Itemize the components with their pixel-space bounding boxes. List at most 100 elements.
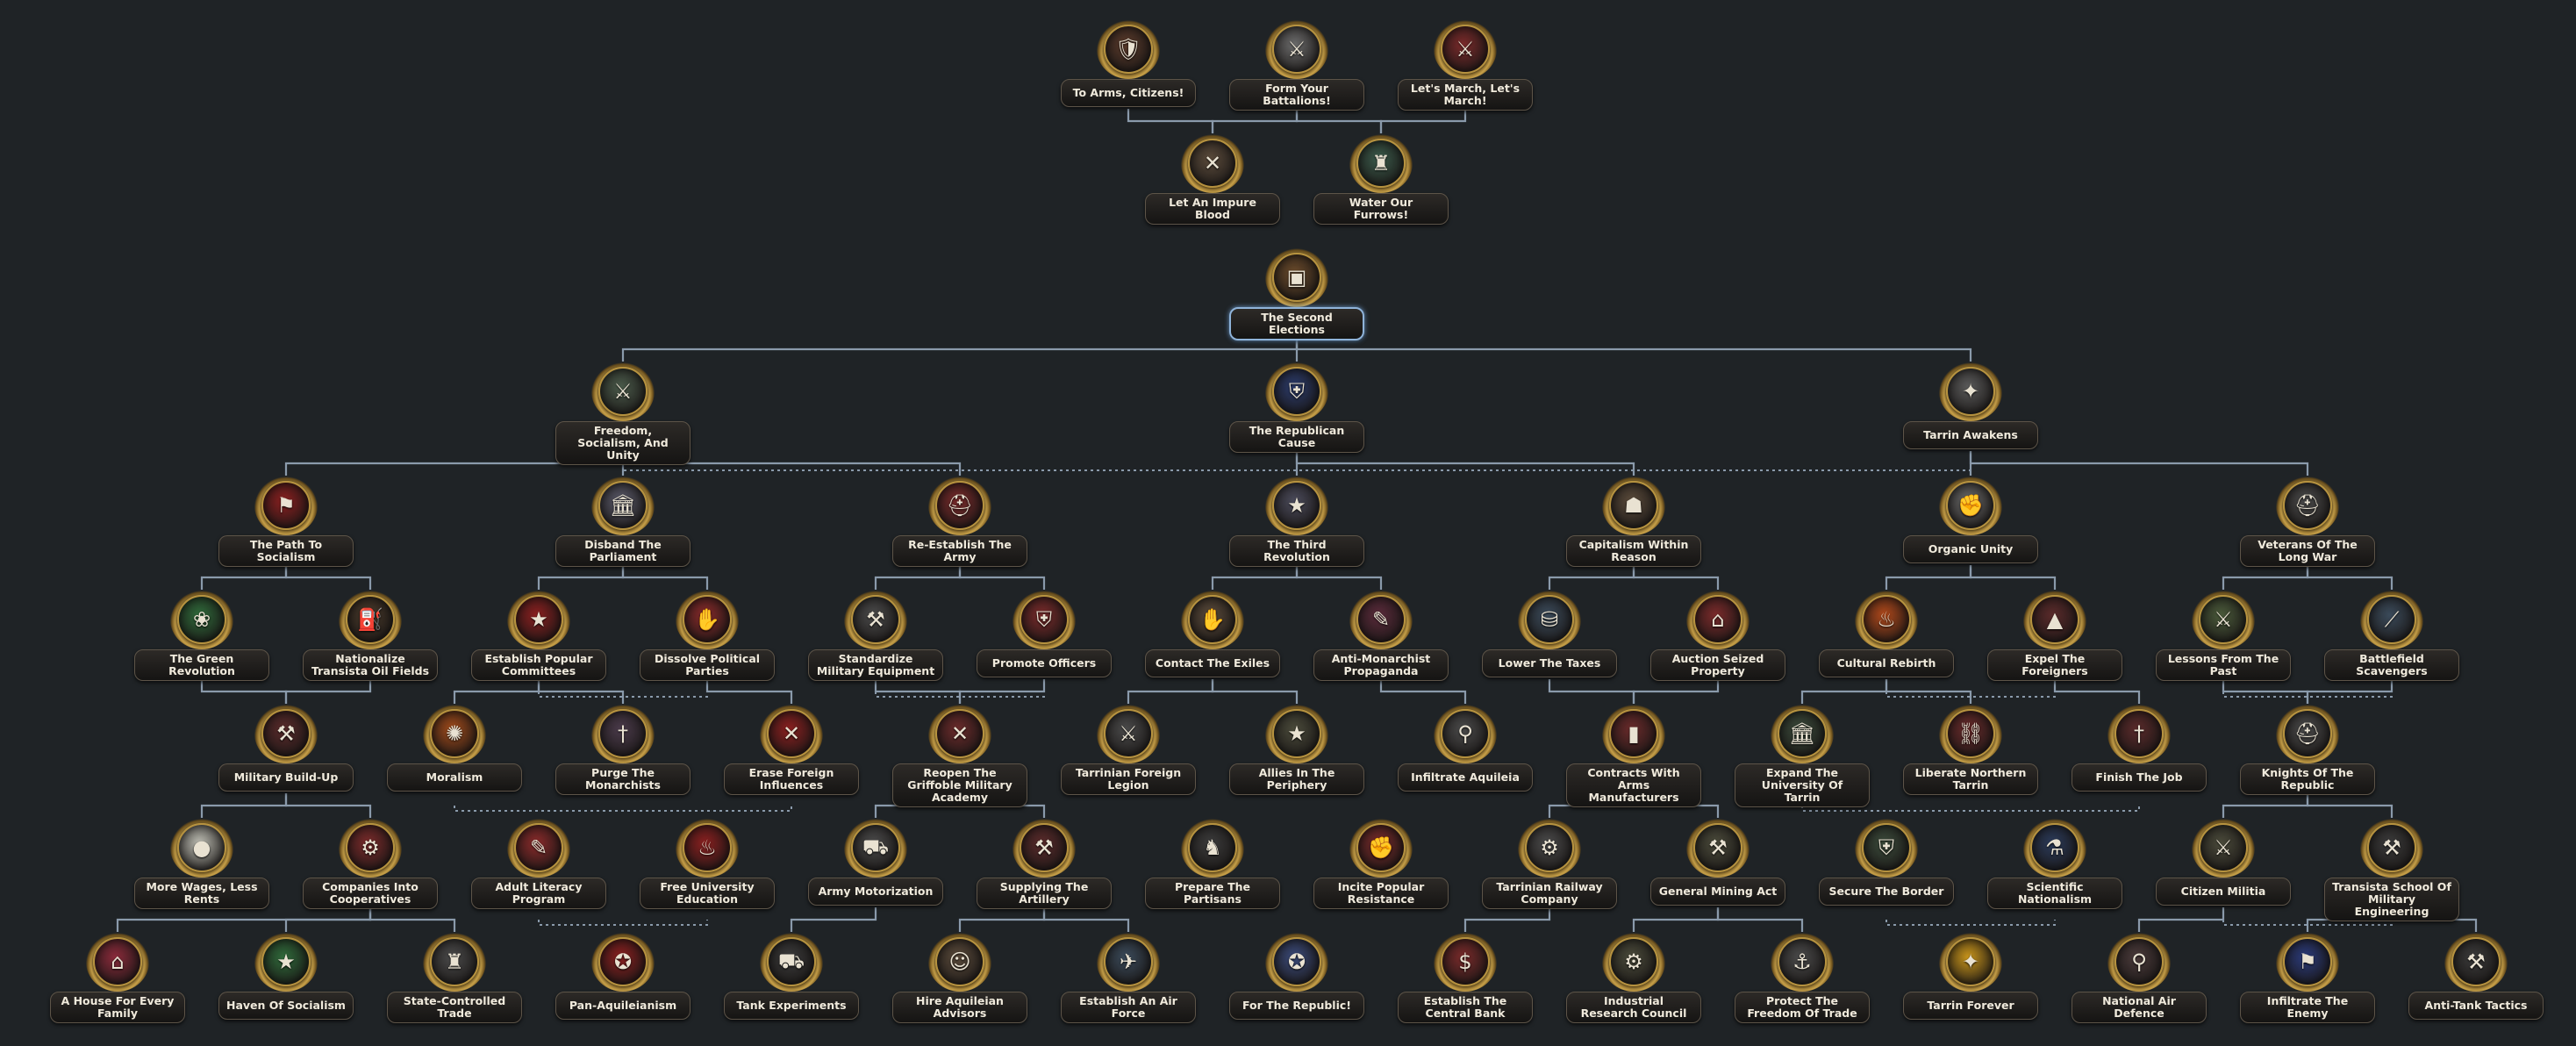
- focus-standardize-equipment[interactable]: ⚒Standardize Military Equipment: [808, 588, 943, 693]
- focus-railway-company[interactable]: ⚙Tarrinian Railway Company: [1482, 816, 1617, 921]
- focus-label[interactable]: Dissolve Political Parties: [640, 649, 775, 681]
- focus-disband-parliament[interactable]: 🏛Disband The Parliament: [555, 474, 691, 579]
- focus-water-furrows[interactable]: ♜Water Our Furrows!: [1313, 132, 1449, 237]
- focus-industrial-council[interactable]: ⚙Industrial Research Council: [1566, 930, 1701, 1035]
- focus-republican-cause[interactable]: ⛨The Republican Cause: [1229, 360, 1364, 465]
- focus-popular-committees[interactable]: ★Establish Popular Committees: [471, 588, 606, 693]
- focus-incite-resistance[interactable]: ✊Incite Popular Resistance: [1313, 816, 1449, 921]
- focus-tarrin-forever[interactable]: ✦Tarrin Forever: [1903, 930, 2038, 1035]
- focus-companies-cooperatives[interactable]: ⚙Companies Into Cooperatives: [303, 816, 438, 921]
- focus-label[interactable]: Capitalism Within Reason: [1566, 535, 1701, 567]
- focus-capitalism[interactable]: ☗Capitalism Within Reason: [1566, 474, 1701, 579]
- focus-label[interactable]: Let An Impure Blood: [1145, 193, 1280, 225]
- focus-label[interactable]: Contact The Exiles: [1145, 649, 1280, 677]
- focus-label[interactable]: Organic Unity: [1903, 535, 2038, 563]
- focus-label[interactable]: Secure The Border: [1819, 878, 1954, 906]
- focus-moralism[interactable]: ✺Moralism: [387, 702, 522, 807]
- focus-label[interactable]: Knights Of The Republic: [2240, 763, 2375, 795]
- focus-green-revolution[interactable]: ❀The Green Revolution: [134, 588, 269, 693]
- focus-label[interactable]: Tarrinian Railway Company: [1482, 878, 1617, 909]
- focus-label[interactable]: Liberate Northern Tarrin: [1903, 763, 2038, 795]
- focus-label[interactable]: Veterans Of The Long War: [2240, 535, 2375, 567]
- focus-label[interactable]: Anti-Tank Tactics: [2408, 992, 2544, 1020]
- focus-label[interactable]: Purge The Monarchists: [555, 763, 691, 795]
- focus-tarrin-awakens[interactable]: ✦Tarrin Awakens: [1903, 360, 2038, 465]
- focus-label[interactable]: Scientific Nationalism: [1987, 878, 2122, 909]
- focus-anti-monarchist[interactable]: ✎Anti-Monarchist Propaganda: [1313, 588, 1449, 693]
- focus-military-buildup[interactable]: ⚒Military Build-Up: [218, 702, 354, 807]
- focus-reestablish-army[interactable]: ⛑Re-Establish The Army: [892, 474, 1027, 579]
- focus-label[interactable]: Haven Of Socialism: [218, 992, 354, 1020]
- focus-freedom[interactable]: ⚔Freedom, Socialism, And Unity: [555, 360, 691, 465]
- focus-label[interactable]: Moralism: [387, 763, 522, 792]
- focus-label[interactable]: Allies In The Periphery: [1229, 763, 1364, 795]
- focus-label[interactable]: Finish The Job: [2072, 763, 2207, 792]
- focus-liberate-tarrin[interactable]: ⛓Liberate Northern Tarrin: [1903, 702, 2038, 807]
- focus-label[interactable]: Expand The University Of Tarrin: [1735, 763, 1870, 807]
- focus-label[interactable]: More Wages, Less Rents: [134, 878, 269, 909]
- focus-central-bank[interactable]: $Establish The Central Bank: [1398, 930, 1533, 1035]
- focus-label[interactable]: Protect The Freedom Of Trade: [1735, 992, 1870, 1023]
- focus-to-arms[interactable]: 🛡To Arms, Citizens!: [1061, 18, 1196, 123]
- focus-dissolve-parties[interactable]: ✋Dissolve Political Parties: [640, 588, 775, 693]
- focus-pan-aquileianism[interactable]: ✪Pan-Aquileianism: [555, 930, 691, 1035]
- focus-label[interactable]: Military Build-Up: [218, 763, 354, 792]
- focus-infiltrate-enemy[interactable]: ⚑Infiltrate The Enemy: [2240, 930, 2375, 1035]
- focus-prepare-partisans[interactable]: ♞Prepare The Partisans: [1145, 816, 1280, 921]
- focus-label[interactable]: A House For Every Family: [50, 992, 185, 1023]
- focus-label[interactable]: To Arms, Citizens!: [1061, 79, 1196, 107]
- focus-label[interactable]: Standardize Military Equipment: [808, 649, 943, 681]
- focus-expel-foreigners[interactable]: ▲Expel The Foreigners: [1987, 588, 2122, 693]
- focus-label[interactable]: Incite Popular Resistance: [1313, 878, 1449, 909]
- focus-army-motorization[interactable]: ⛟Army Motorization: [808, 816, 943, 921]
- focus-label[interactable]: Auction Seized Property: [1650, 649, 1785, 681]
- focus-tank-experiments[interactable]: ⛟Tank Experiments: [724, 930, 859, 1035]
- focus-griffobile-academy[interactable]: ✕Reopen The Griffoble Military Academy: [892, 702, 1027, 807]
- focus-label[interactable]: Hire Aquileian Advisors: [892, 992, 1027, 1023]
- focus-label[interactable]: Disband The Parliament: [555, 535, 691, 567]
- focus-lower-taxes[interactable]: ⛁Lower The Taxes: [1482, 588, 1617, 693]
- focus-label[interactable]: For The Republic!: [1229, 992, 1364, 1020]
- focus-label[interactable]: Expel The Foreigners: [1987, 649, 2122, 681]
- focus-label[interactable]: Tank Experiments: [724, 992, 859, 1020]
- focus-label[interactable]: Reopen The Griffoble Military Academy: [892, 763, 1027, 807]
- focus-label[interactable]: Lower The Taxes: [1482, 649, 1617, 677]
- focus-impure-blood[interactable]: ✕Let An Impure Blood: [1145, 132, 1280, 237]
- focus-label[interactable]: The Third Revolution: [1229, 535, 1364, 567]
- focus-lessons-past[interactable]: ⚔Lessons From The Past: [2156, 588, 2291, 693]
- focus-label[interactable]: Industrial Research Council: [1566, 992, 1701, 1023]
- focus-label[interactable]: Contracts With Arms Manufacturers: [1566, 763, 1701, 807]
- focus-battlefield-scavengers[interactable]: ⟋Battlefield Scavengers: [2324, 588, 2459, 693]
- focus-label[interactable]: Citizen Militia: [2156, 878, 2291, 906]
- focus-university-tarrin[interactable]: 🏛Expand The University Of Tarrin: [1735, 702, 1870, 807]
- focus-label[interactable]: Supplying The Artillery: [977, 878, 1112, 909]
- focus-label[interactable]: Nationalize Transista Oil Fields: [303, 649, 438, 681]
- focus-label[interactable]: Lessons From The Past: [2156, 649, 2291, 681]
- focus-secure-border[interactable]: ⛨Secure The Border: [1819, 816, 1954, 921]
- focus-label[interactable]: Infiltrate The Enemy: [2240, 992, 2375, 1023]
- focus-purge-monarchists[interactable]: †Purge The Monarchists: [555, 702, 691, 807]
- focus-organic-unity[interactable]: ✊Organic Unity: [1903, 474, 2038, 579]
- focus-freedom-trade[interactable]: ⚓Protect The Freedom Of Trade: [1735, 930, 1870, 1035]
- focus-label[interactable]: General Mining Act: [1650, 878, 1785, 906]
- focus-air-force[interactable]: ✈Establish An Air Force: [1061, 930, 1196, 1035]
- focus-label[interactable]: Let's March, Let's March!: [1398, 79, 1533, 111]
- focus-infiltrate-aquileia[interactable]: ⚲Infiltrate Aquileia: [1398, 702, 1533, 807]
- focus-second-elections[interactable]: ▣The Second Elections: [1229, 246, 1364, 351]
- focus-cultural-rebirth[interactable]: ♨Cultural Rebirth: [1819, 588, 1954, 693]
- focus-label[interactable]: Form Your Battalions!: [1229, 79, 1364, 111]
- focus-anti-tank[interactable]: ⚒Anti-Tank Tactics: [2408, 930, 2544, 1035]
- focus-contact-exiles[interactable]: ✋Contact The Exiles: [1145, 588, 1280, 693]
- focus-label[interactable]: The Path To Socialism: [218, 535, 354, 567]
- focus-label[interactable]: Companies Into Cooperatives: [303, 878, 438, 909]
- focus-label[interactable]: Establish An Air Force: [1061, 992, 1196, 1023]
- focus-promote-officers[interactable]: ⛨Promote Officers: [977, 588, 1112, 693]
- focus-scientific-nationalism[interactable]: ⚗Scientific Nationalism: [1987, 816, 2122, 921]
- focus-arms-manufacturers[interactable]: ▮Contracts With Arms Manufacturers: [1566, 702, 1701, 807]
- focus-nationalize-oil[interactable]: ⛽Nationalize Transista Oil Fields: [303, 588, 438, 693]
- focus-label[interactable]: Tarrinian Foreign Legion: [1061, 763, 1196, 795]
- focus-label[interactable]: The Republican Cause: [1229, 421, 1364, 453]
- focus-veterans[interactable]: ⛑Veterans Of The Long War: [2240, 474, 2375, 579]
- focus-label[interactable]: Tarrin Forever: [1903, 992, 2038, 1020]
- focus-general-mining[interactable]: ⚒General Mining Act: [1650, 816, 1785, 921]
